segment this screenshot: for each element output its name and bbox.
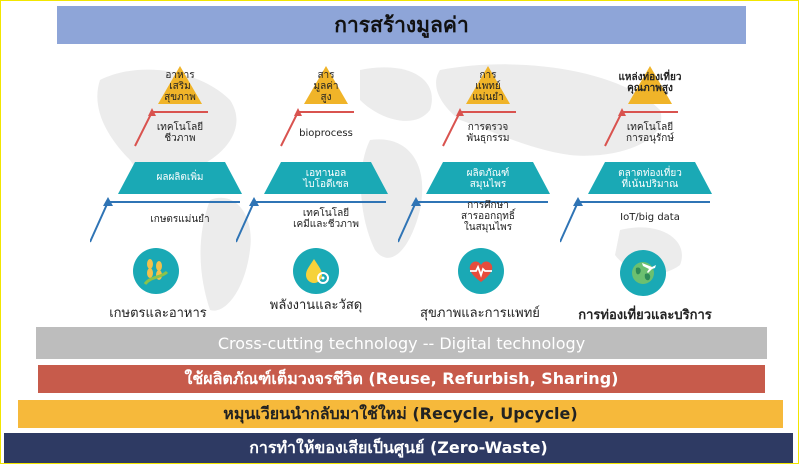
pyramid-band-label: ผลิตภัณฑ์สมุนไพร [466,168,510,190]
category-label: พลังงานและวัสดุ [269,298,363,313]
pyramid-energy: สารมูลค่าสูง bioprocess เอทานอลไบโอดีเซล… [236,64,416,244]
pyramid-top-label: การแพทย์แม่นยำ [472,70,504,103]
wheat-icon [133,248,179,294]
band-reuse: ใช้ผลิตภัณฑ์เต็มวงจรชีวิต (Reuse, Refurb… [38,365,765,393]
world-map-background [97,64,682,311]
pyramid-agriculture: อาหารเสริมสุขภาพ เทคโนโลยีชีวภาพ ผลผลิตเ… [90,64,270,244]
pyramid-shape [90,66,242,243]
category-label: เกษตรและอาหาร [109,306,207,321]
band-recycle: หมุนเวียนนำกลับมาใช้ใหม่ (Recycle, Upcyc… [18,400,783,428]
pyramid-base-label: IoT/big data [620,212,680,223]
pyramid-upper-label: การตรวจพันธุกรรม [466,122,510,144]
pyramid-upper-label: bioprocess [299,128,353,139]
drop-gear-icon [293,248,339,294]
pyramid-top-label: แหล่งท่องเที่ยวคุณภาพสูง [618,72,682,94]
pyramid-shape [236,66,388,243]
pyramid-shape [560,66,712,243]
band-cross-cutting: Cross-cutting technology -- Digital tech… [36,327,767,359]
pyramid-band-label: ผลผลิตเพิ่ม [156,172,204,183]
heart-pulse-icon [458,248,504,294]
pyramid-upper-label: เทคโนโลยีการอนุรักษ์ [626,122,674,144]
category-label: สุขภาพและการแพทย์ [420,306,540,321]
pyramid-base-label: การศึกษาสารออกฤทธิ์ในสมุนไพร [461,200,515,233]
pyramid-top-label: สารมูลค่าสูง [313,70,339,103]
pyramid-tourism: แหล่งท่องเที่ยวคุณภาพสูง เทคโนโลยีการอนุ… [560,64,740,244]
pyramid-shape [398,66,550,243]
pyramid-health: การแพทย์แม่นยำ การตรวจพันธุกรรม ผลิตภัณฑ… [398,64,578,244]
pyramid-upper-label: เทคโนโลยีชีวภาพ [156,122,204,144]
band-zero-waste: การทำให้ของเสียเป็นศูนย์ (Zero-Waste) [4,433,793,463]
globe-plane-icon [620,250,666,296]
category-label: การท่องเที่ยวและบริการ [578,308,712,323]
pyramid-band-label: ตลาดท่องเที่ยวที่เน้นปริมาณ [618,168,682,190]
page-title: การสร้างมูลค่า [57,6,746,44]
pyramid-band-label: เอทานอลไบโอดีเซล [303,168,349,190]
pyramid-top-label: อาหารเสริมสุขภาพ [164,70,196,103]
pyramid-base-label: เทคโนโลยีเคมีและชีวภาพ [293,208,359,230]
pyramid-base-label: เกษตรแม่นยำ [150,214,210,225]
